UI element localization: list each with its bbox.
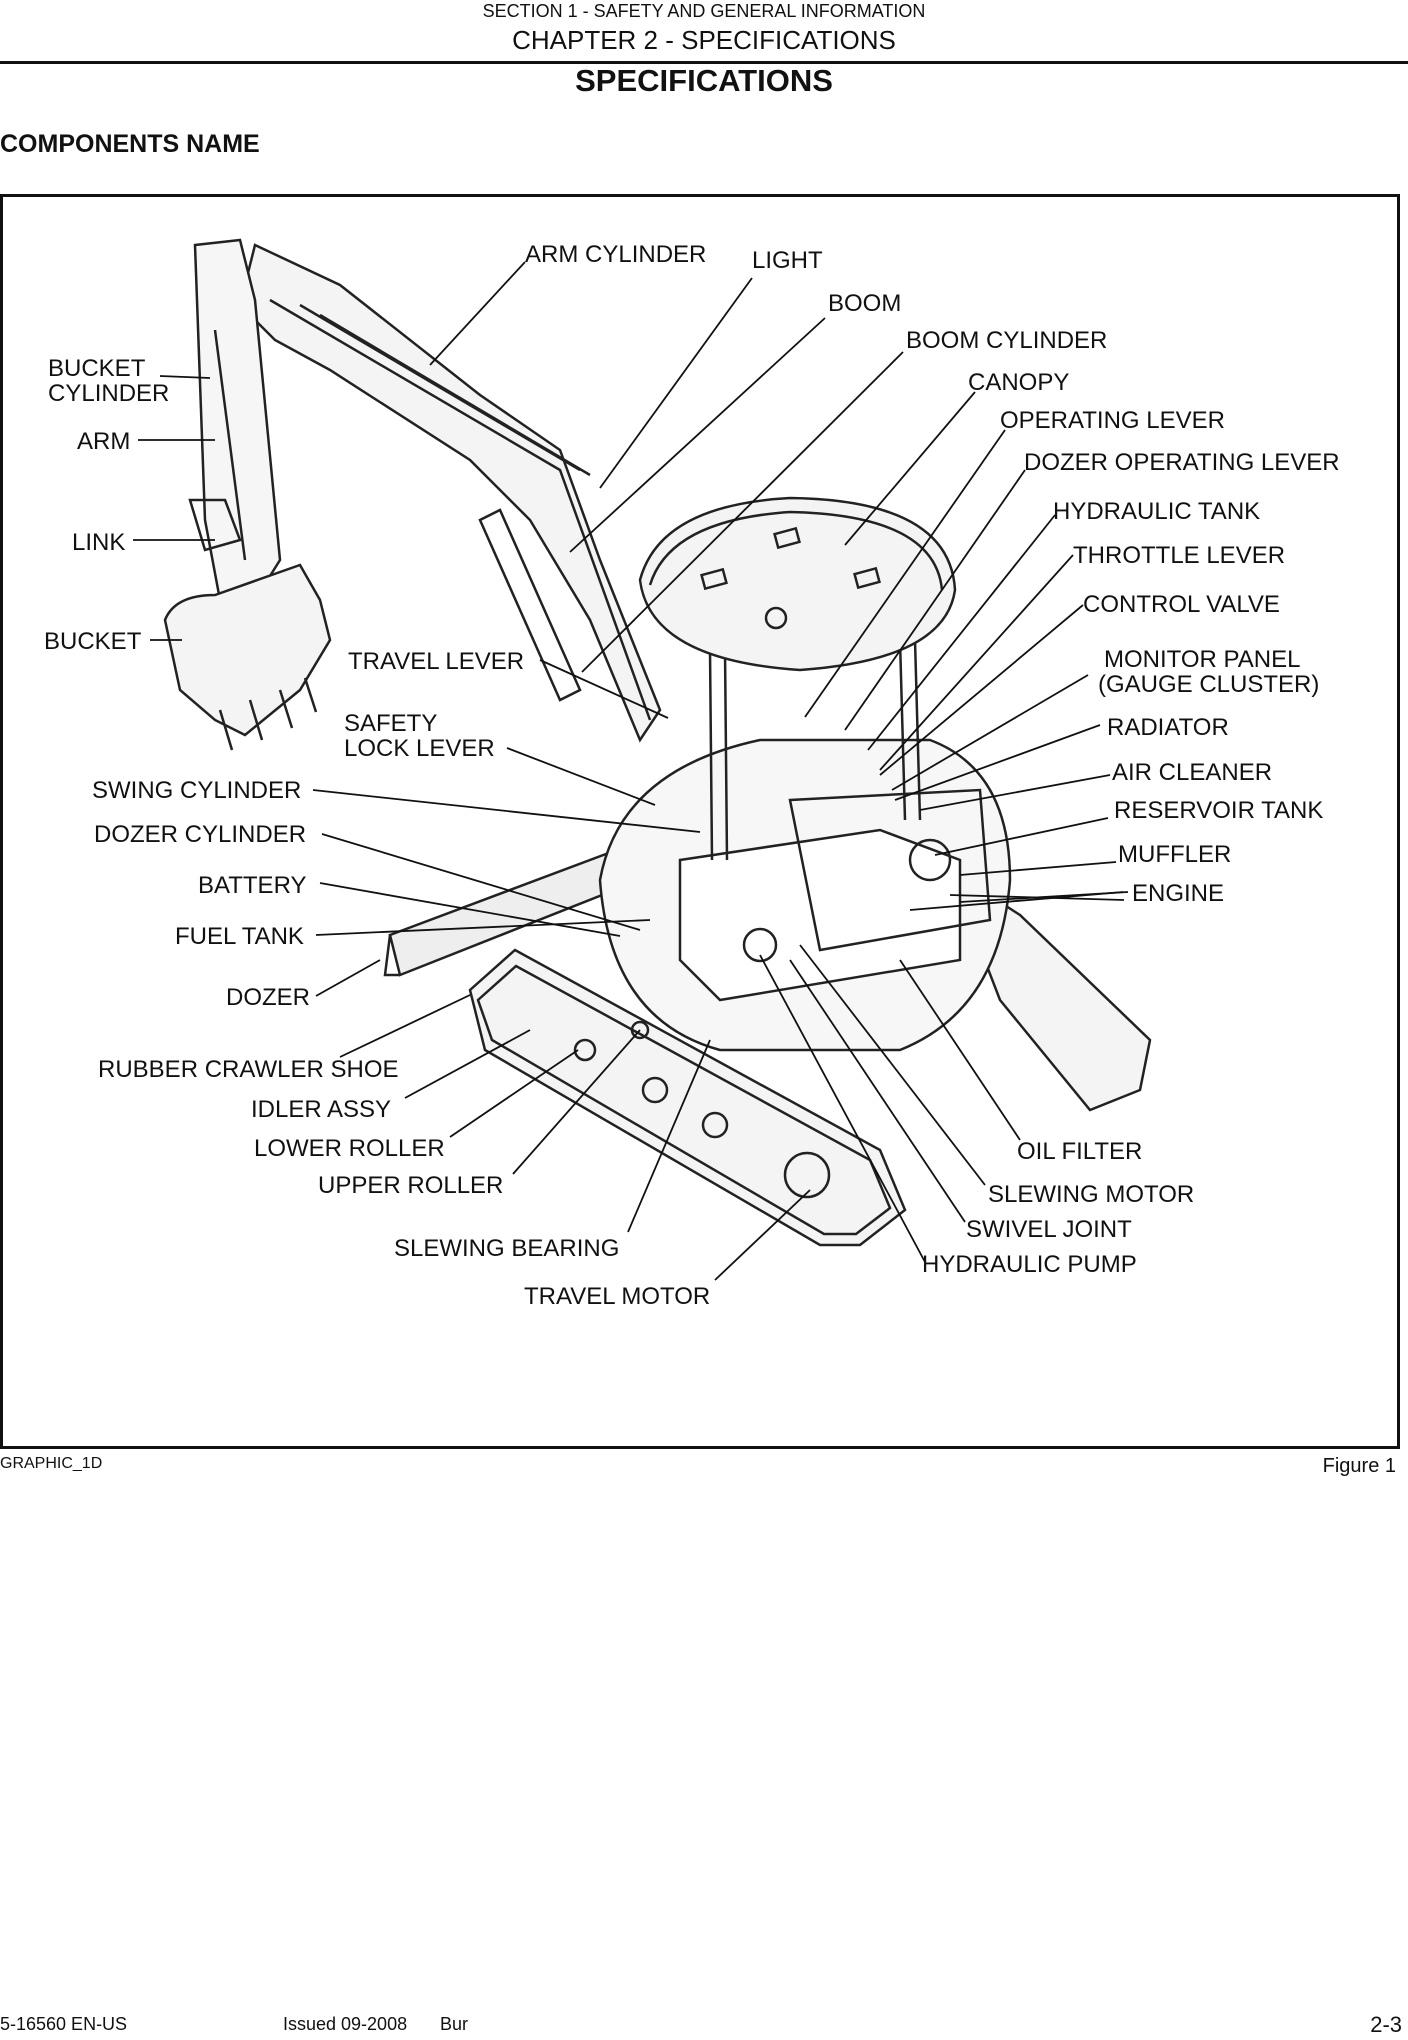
label-throttle-lever: THROTTLE LEVER bbox=[1073, 542, 1285, 569]
label-air-cleaner: AIR CLEANER bbox=[1112, 759, 1272, 786]
label-bucket-cylinder-line2: CYLINDER bbox=[48, 380, 169, 407]
label-gauge-cluster: (GAUGE CLUSTER) bbox=[1098, 671, 1319, 698]
label-boom: BOOM bbox=[828, 290, 901, 317]
label-engine: ENGINE bbox=[1132, 880, 1224, 907]
label-link: LINK bbox=[72, 529, 125, 556]
label-boom-cylinder: BOOM CYLINDER bbox=[906, 327, 1107, 354]
label-swivel-joint: SWIVEL JOINT bbox=[966, 1216, 1132, 1243]
label-oil-filter: OIL FILTER bbox=[1017, 1138, 1142, 1165]
label-monitor-panel: MONITOR PANEL bbox=[1104, 646, 1300, 673]
label-slewing-bearing: SLEWING BEARING bbox=[394, 1235, 619, 1262]
label-reservoir-tank: RESERVOIR TANK bbox=[1114, 797, 1323, 824]
label-dozer-operating-lever: DOZER OPERATING LEVER bbox=[1024, 449, 1340, 476]
label-hydraulic-pump: HYDRAULIC PUMP bbox=[922, 1251, 1137, 1278]
label-safety-lock-lever-line2: LOCK LEVER bbox=[344, 735, 495, 762]
label-travel-lever: TRAVEL LEVER bbox=[348, 648, 524, 675]
label-control-valve: CONTROL VALVE bbox=[1083, 591, 1280, 618]
leader-lines bbox=[133, 261, 1129, 1281]
label-battery: BATTERY bbox=[198, 872, 306, 899]
callout-labels: ARM CYLINDER LIGHT BOOM BOOM CYLINDER CA… bbox=[44, 241, 1340, 1310]
label-safety-lock-lever-line1: SAFETY bbox=[344, 710, 437, 737]
label-upper-roller: UPPER ROLLER bbox=[318, 1172, 503, 1199]
label-arm: ARM bbox=[77, 428, 130, 455]
label-rubber-crawler-shoe: RUBBER CRAWLER SHOE bbox=[98, 1056, 399, 1083]
figure-frame bbox=[0, 194, 1400, 1449]
label-radiator: RADIATOR bbox=[1107, 714, 1229, 741]
label-light: LIGHT bbox=[752, 247, 823, 274]
label-fuel-tank: FUEL TANK bbox=[175, 923, 304, 950]
footer-doc-number: 5-16560 EN-US bbox=[0, 2014, 128, 2034]
label-operating-lever: OPERATING LEVER bbox=[1000, 407, 1225, 434]
label-bucket-cylinder-line1: BUCKET bbox=[48, 355, 146, 382]
label-swing-cylinder: SWING CYLINDER bbox=[92, 777, 301, 804]
components-name-heading: COMPONENTS NAME bbox=[0, 130, 260, 158]
graphic-code: GRAPHIC_1D bbox=[0, 1455, 103, 1472]
footer-issued: Issued 09-2008 bbox=[283, 2014, 408, 2034]
label-idler-assy: IDLER ASSY bbox=[251, 1096, 391, 1123]
label-bucket: BUCKET bbox=[44, 628, 142, 655]
footer-author: Bur bbox=[440, 2014, 469, 2034]
label-slewing-motor: SLEWING MOTOR bbox=[988, 1181, 1194, 1208]
excavator-diagram: ARM CYLINDER LIGHT BOOM BOOM CYLINDER CA… bbox=[44, 238, 1340, 1310]
label-travel-motor: TRAVEL MOTOR bbox=[524, 1283, 710, 1310]
label-dozer: DOZER bbox=[226, 984, 310, 1011]
figure-number: Figure 1 bbox=[1322, 1455, 1396, 1477]
header-rule bbox=[0, 61, 1408, 64]
chapter-heading: CHAPTER 2 - SPECIFICATIONS bbox=[512, 25, 896, 55]
label-muffler: MUFFLER bbox=[1118, 841, 1231, 868]
label-dozer-cylinder: DOZER CYLINDER bbox=[94, 821, 306, 848]
section-heading: SECTION 1 - SAFETY AND GENERAL INFORMATI… bbox=[482, 1, 926, 21]
page-title: SPECIFICATIONS bbox=[575, 63, 833, 98]
label-hydraulic-tank: HYDRAULIC TANK bbox=[1053, 498, 1260, 525]
label-arm-cylinder: ARM CYLINDER bbox=[525, 241, 706, 268]
label-lower-roller: LOWER ROLLER bbox=[254, 1135, 445, 1162]
page-number: 2-3 bbox=[1370, 2012, 1402, 2037]
label-canopy: CANOPY bbox=[968, 369, 1069, 396]
